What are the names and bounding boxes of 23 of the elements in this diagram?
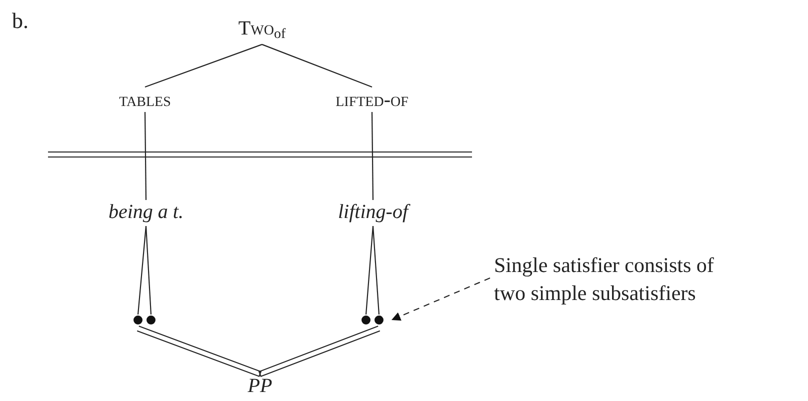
tree-line xyxy=(144,44,262,88)
satisfier-dot xyxy=(362,316,370,324)
double-line xyxy=(136,326,262,378)
node-label: PP xyxy=(248,375,272,397)
predicate-label: lifting-of xyxy=(338,201,408,223)
tree-line xyxy=(137,226,147,315)
satisfier-dot xyxy=(134,316,142,324)
leader-arrow xyxy=(391,278,490,321)
predicate-label: being a t. xyxy=(108,201,184,223)
annotation-text: Single satisfier consists of two simple subsatisfiers xyxy=(494,251,744,307)
double-line xyxy=(258,326,380,378)
satisfier-dot xyxy=(374,316,384,324)
tree-line xyxy=(145,226,152,315)
example-label: b. xyxy=(12,8,28,34)
tree-line xyxy=(365,226,374,315)
category-label: tables xyxy=(119,89,171,111)
tree-line xyxy=(371,112,374,200)
satisfier-dot xyxy=(146,316,156,324)
tree-line xyxy=(144,112,147,200)
tree-line xyxy=(372,226,380,315)
tree-root-label: Two$_{of}$ xyxy=(238,18,286,42)
tree-line xyxy=(262,44,372,88)
category-label: lifted-of xyxy=(336,89,408,111)
